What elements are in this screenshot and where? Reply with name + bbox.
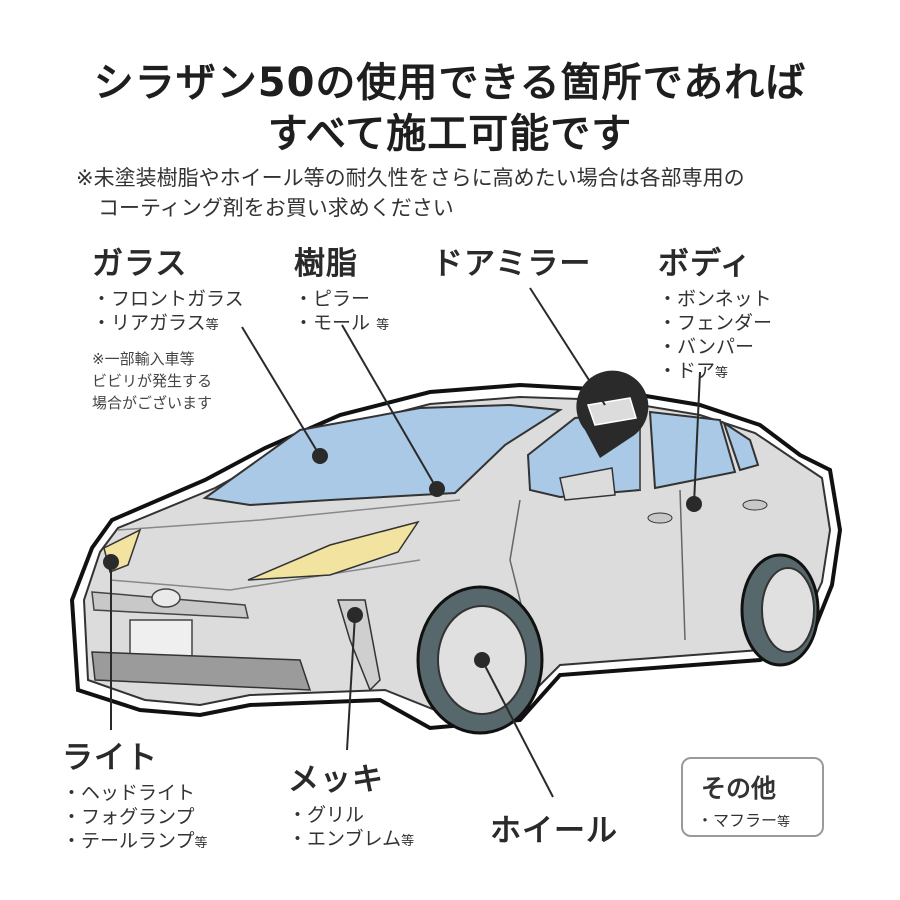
category-other-title: その他 [701, 774, 777, 803]
resin-pointer-line [341, 324, 438, 490]
mirror-pointer-line [529, 287, 606, 406]
wheel-pointer-line [481, 659, 554, 798]
body-item-label: フェンダー [677, 312, 773, 334]
body-item-fender: フェンダー [658, 311, 772, 335]
pointer-lines [110, 287, 701, 798]
rear-wheel [761, 567, 815, 653]
light-item-taillamp: テールランプ等 [62, 829, 207, 856]
light-item-foglamp: フォグランプ [62, 805, 207, 829]
body-pointer-dot [686, 496, 702, 512]
lower-grille [91, 651, 312, 691]
rear-side-window [648, 410, 737, 490]
category-glass-title: ガラス [92, 246, 188, 282]
resin-item-pillar: ピラー [294, 287, 389, 311]
light-suffix: 等 [194, 836, 208, 851]
body-item-label: ボンネット [677, 288, 772, 310]
plating-item-label: エンブレム [307, 828, 402, 850]
glass-item-label: フロントガラス [111, 288, 244, 310]
hood-crease [109, 499, 461, 591]
category-plating: メッキ グリル エンブレム等 [288, 754, 414, 854]
other-item-label: マフラー [713, 811, 778, 830]
category-mirror: ドアミラー [432, 238, 591, 287]
glass-pointer-dot [312, 448, 328, 464]
category-resin-title: 樹脂 [294, 246, 358, 282]
glass-item-label: リアガラス [111, 312, 206, 334]
body-item-door: ドア等 [658, 359, 772, 386]
quarter-window [722, 420, 760, 472]
fog-light-bezel [336, 599, 381, 692]
category-body: ボディ ボンネット フェンダー バンパー ドア等 [658, 238, 772, 386]
category-body-title: ボディ [658, 246, 752, 282]
resin-pointer-dot [429, 481, 445, 497]
glass-note-line: ※一部輸入車等 [92, 350, 195, 368]
glass-pointer-line [241, 326, 321, 457]
category-glass: ガラス フロントガラス リアガラス等 ※一部輸入車等 ビビリが発生する 場合がご… [92, 238, 244, 414]
category-light-title: ライト [62, 740, 158, 776]
glass-note: ※一部輸入車等 ビビリが発生する 場合がございます [92, 348, 244, 414]
other-item-muffler: ・マフラー等 [697, 811, 791, 830]
plating-item-grille: グリル [288, 803, 414, 827]
front-door-handle [647, 512, 673, 524]
emblem [151, 588, 181, 608]
category-wheel-title: ホイール [490, 813, 618, 849]
resin-item-label: ピラー [313, 288, 371, 310]
plating-item-emblem: エンブレム等 [288, 827, 414, 854]
glass-item-front: フロントガラス [92, 287, 244, 311]
body-suffix: 等 [715, 366, 729, 381]
resin-item-molding: モール 等 [294, 311, 389, 338]
category-other: その他 ・マフラー等 [681, 757, 824, 837]
note-line1: ※未塗装樹脂やホイール等の耐久性をさらに高めたい場合は各部専用の [76, 166, 745, 190]
plating-suffix: 等 [401, 834, 415, 849]
glass-item-rear: リアガラス等 [92, 311, 244, 338]
plating-pointer-dot [347, 607, 363, 623]
body-item-hood: ボンネット [658, 287, 772, 311]
plating-pointer-line [346, 614, 356, 751]
page-title-line1: シラザン50の使用できる箇所であれば [93, 60, 807, 106]
resin-suffix: 等 [376, 318, 390, 333]
side-mirror [559, 467, 616, 501]
glass-note-line: ビビリが発生する [92, 372, 213, 390]
category-wheel: ホイール [490, 805, 618, 854]
glass-suffix: 等 [205, 318, 219, 333]
right-headlight [247, 520, 420, 581]
category-light: ライト ヘッドライト フォグランプ テールランプ等 [62, 732, 207, 856]
windshield [202, 403, 563, 507]
category-mirror-title: ドアミラー [432, 246, 592, 282]
light-pointer-dot [103, 554, 119, 570]
rear-door-handle [742, 499, 768, 511]
glass-note-line: 場合がございます [92, 394, 213, 412]
other-suffix: 等 [777, 815, 791, 830]
body-pointer-line [693, 371, 701, 505]
body-item-label: ドア [677, 360, 716, 382]
light-item-label: ヘッドライト [81, 782, 196, 804]
page-title-line2: すべて施工可能です [267, 111, 633, 157]
body-item-bumper: バンパー [658, 335, 772, 359]
category-resin: 樹脂 ピラー モール 等 [294, 238, 389, 338]
mirror-callout-icon [586, 397, 637, 426]
light-item-headlight: ヘッドライト [62, 781, 207, 805]
category-plating-title: メッキ [288, 762, 384, 798]
light-item-label: フォグランプ [81, 806, 195, 828]
pointer-dots [103, 448, 702, 668]
plating-item-label: グリル [307, 804, 365, 826]
wheel-pointer-dot [474, 652, 490, 668]
note-line2: コーティング剤をお買い求めください [98, 196, 454, 220]
resin-item-label: モール [313, 312, 377, 334]
body-item-label: バンパー [677, 336, 754, 358]
light-item-label: テールランプ [81, 830, 195, 852]
